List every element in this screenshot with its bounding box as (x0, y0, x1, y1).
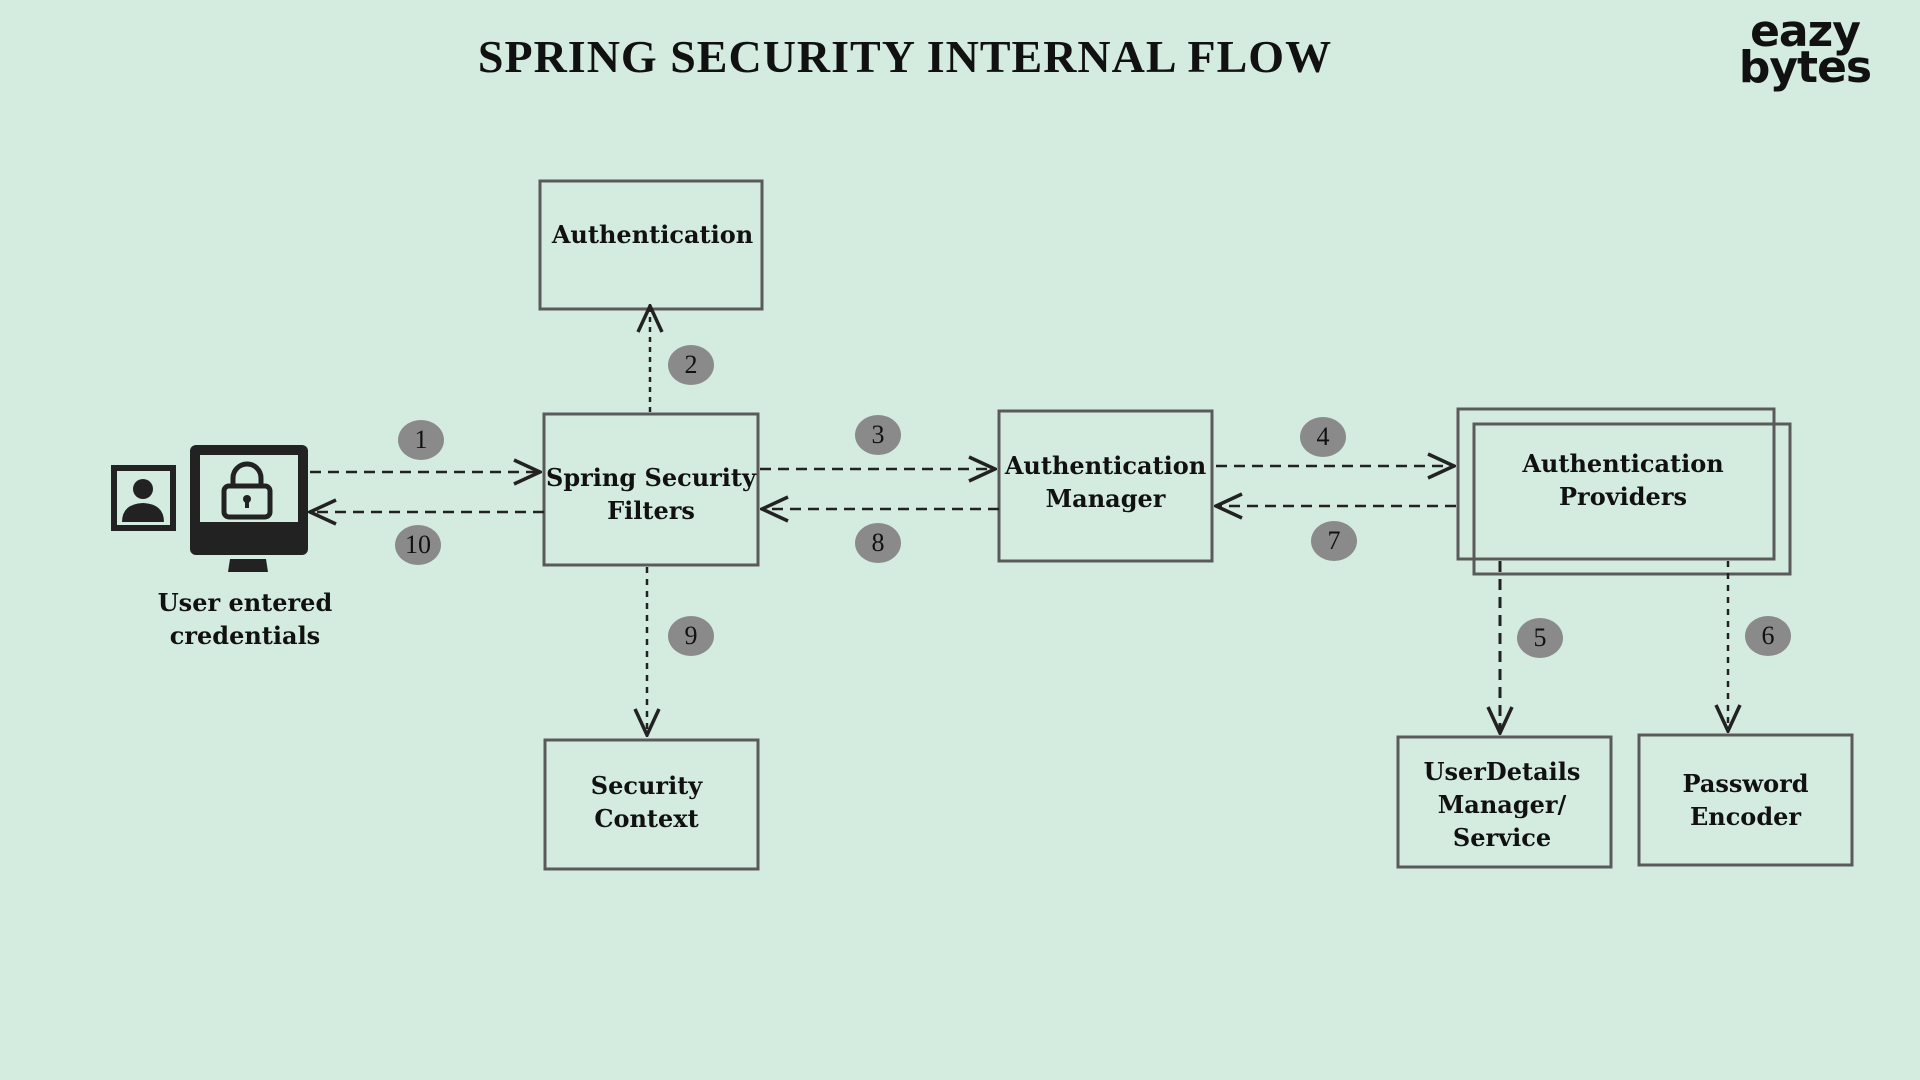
monitor-lock-icon (190, 445, 308, 572)
providers-label: Authentication Providers (1522, 449, 1724, 511)
step-badge-1: 1 (398, 420, 444, 460)
userdetails-label: UserDetails Manager/ Service (1423, 756, 1581, 852)
logo-line-1: eazy (1750, 6, 1861, 57)
step-badge-7: 7 (1311, 521, 1357, 561)
authentication-label: Authentication (551, 220, 754, 249)
user-credentials-caption: User entered credentials (157, 588, 333, 650)
diagram-title: SPRING SECURITY INTERNAL FLOW (477, 31, 1333, 82)
step-badge-2: 2 (668, 345, 714, 385)
manager-box (997, 409, 1214, 563)
providers-box-front (1456, 407, 1776, 561)
step-badge-4: 4 (1300, 417, 1346, 457)
step-badge-5: 5 (1517, 618, 1563, 658)
encoder-label: Password Encoder (1682, 769, 1809, 831)
userdetails-box (1396, 735, 1613, 869)
context-box (543, 738, 760, 871)
context-label: Security Context (590, 771, 703, 833)
eazybytes-logo: eazy bytes (1730, 6, 1880, 93)
step-badge-3: 3 (855, 415, 901, 455)
filters-label: Spring Security Filters (546, 463, 756, 525)
step-badge-6: 6 (1745, 616, 1791, 656)
step-badge-10: 10 (395, 525, 441, 565)
step-badge-8: 8 (855, 523, 901, 563)
providers-box-back (1472, 422, 1792, 576)
logo-line-2: bytes (1738, 42, 1872, 93)
step-badge-9: 9 (668, 616, 714, 656)
encoder-box (1637, 733, 1854, 867)
manager-label: Authentication Manager (1004, 451, 1207, 513)
filters-box (542, 412, 760, 567)
user-portrait-icon (111, 465, 176, 531)
